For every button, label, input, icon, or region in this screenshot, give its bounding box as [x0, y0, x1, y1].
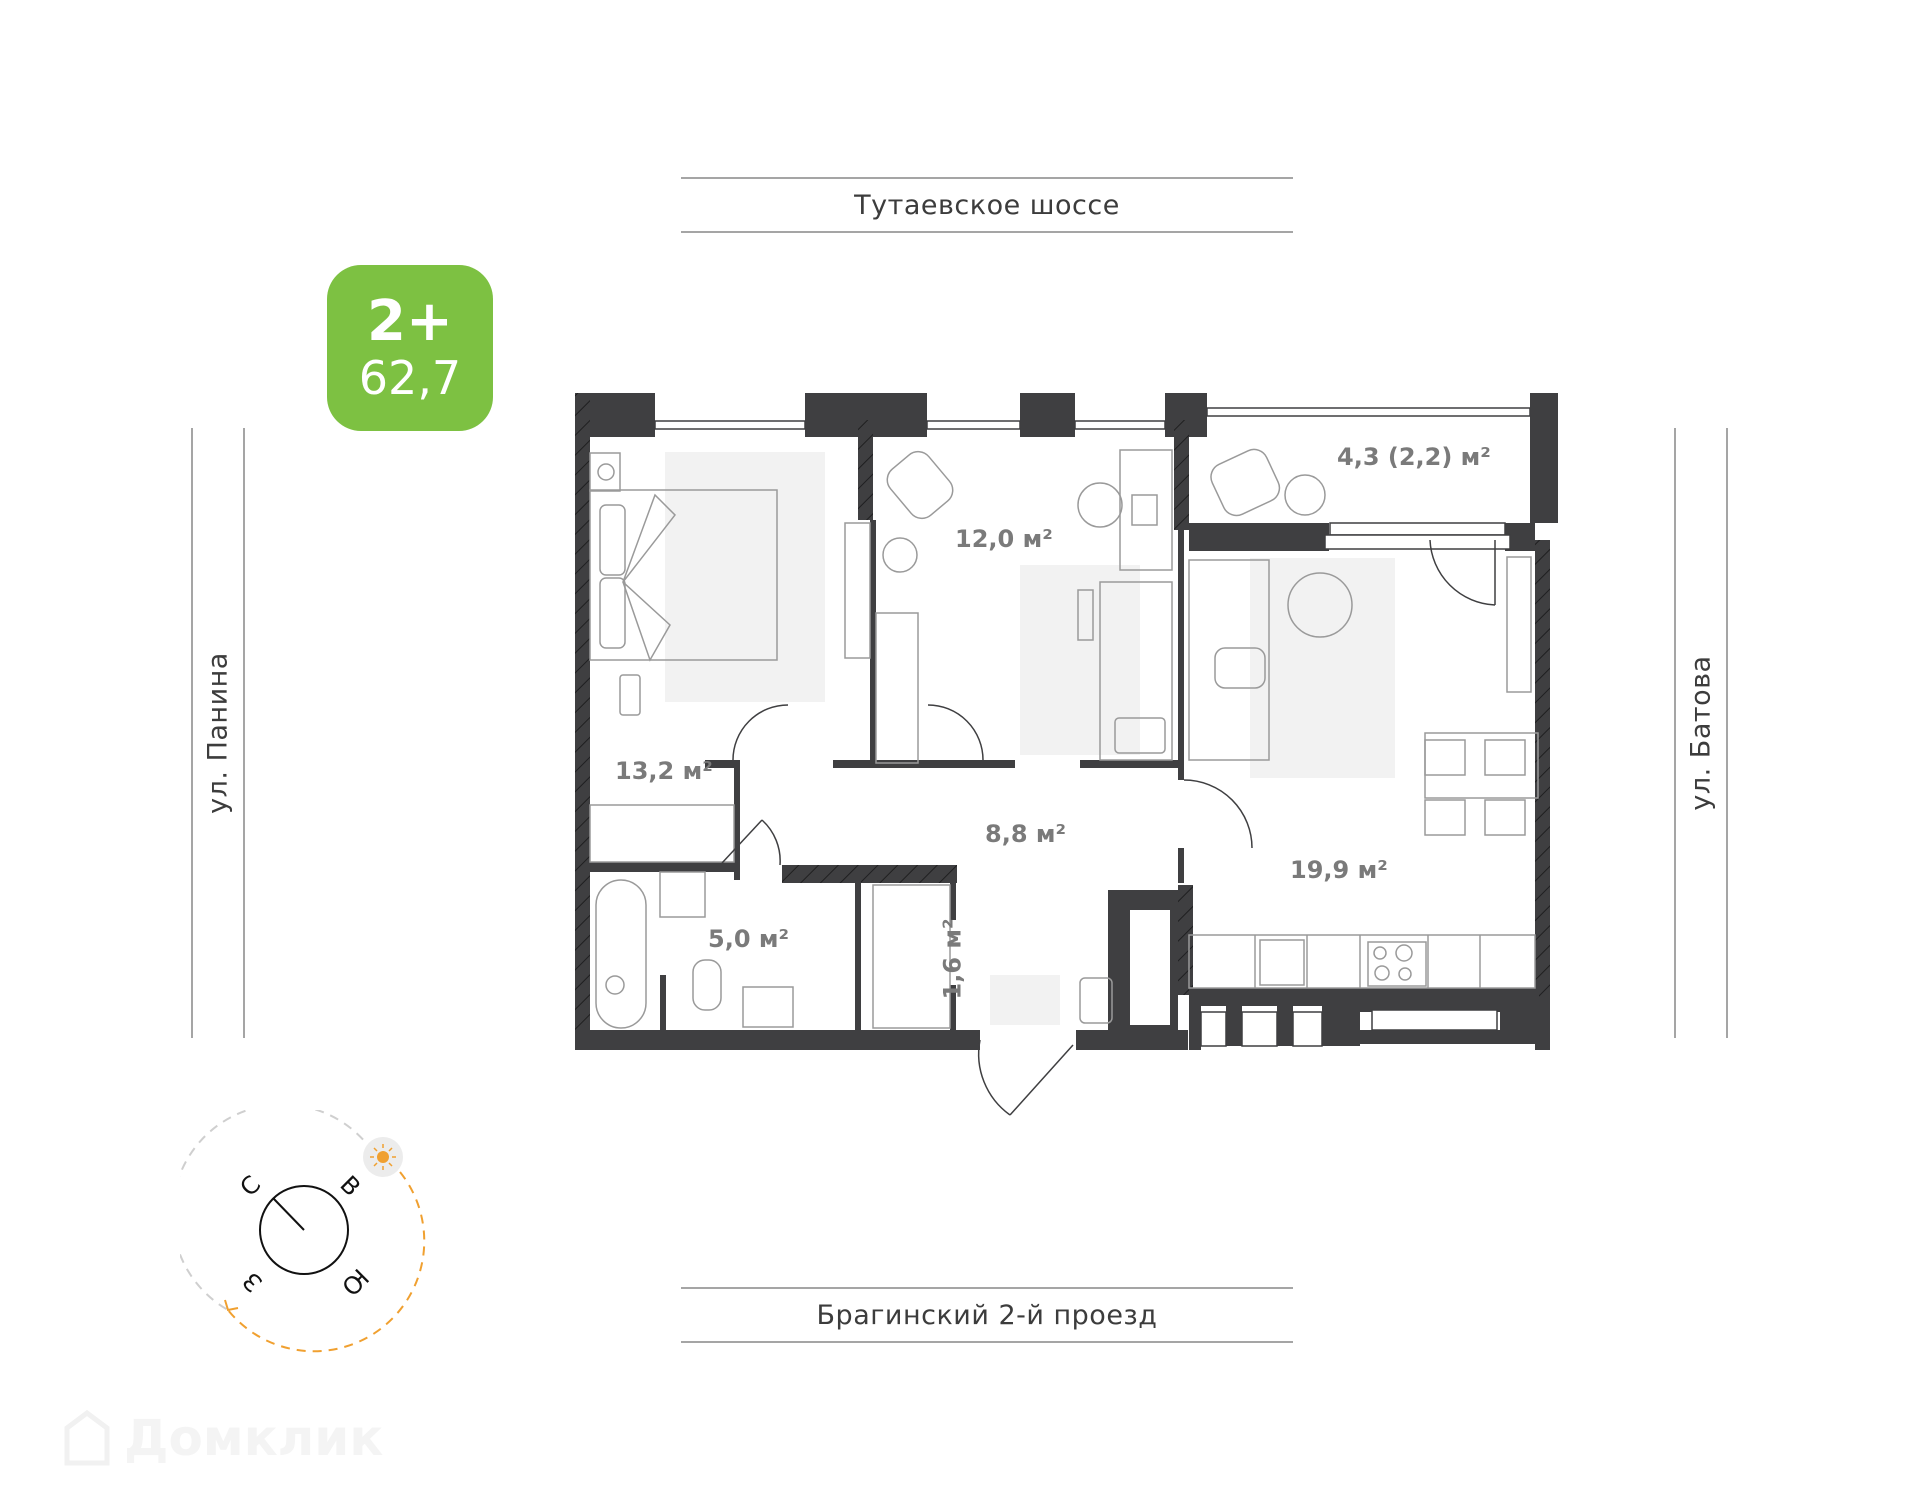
room-area-bathroom: 5,0 м²: [708, 925, 789, 953]
sun-path-icon: [171, 1103, 426, 1353]
total-area: 62,7: [358, 351, 462, 405]
watermark-text: Домклик: [124, 1409, 384, 1467]
room-area-wardrobe: 1,6 м²: [938, 918, 967, 1000]
apartment-badge: 2+ 62,7: [327, 265, 493, 431]
watermark: Домклик: [62, 1408, 383, 1468]
house-logo-icon: [64, 1409, 110, 1466]
compass: С В Ю З: [171, 1103, 430, 1360]
street-left: ул. Панина: [191, 428, 245, 1038]
room-area-hallway: 8,8 м²: [985, 820, 1066, 848]
street-bottom-label: Брагинский 2-й проезд: [816, 1299, 1158, 1331]
room-area-bedroom: 13,2 м²: [615, 757, 713, 785]
walls: [575, 393, 1558, 1050]
room-area-study: 12,0 м²: [955, 525, 1053, 553]
street-right: ул. Батова: [1674, 428, 1728, 1038]
street-top: Тутаевское шоссе: [681, 177, 1293, 233]
street-bottom: Брагинский 2-й проезд: [681, 1287, 1293, 1343]
street-top-label: Тутаевское шоссе: [854, 189, 1120, 221]
room-count: 2+: [367, 289, 453, 354]
room-area-kitchen-living: 19,9 м²: [1290, 856, 1388, 884]
room-area-balcony: 4,3 (2,2) м²: [1337, 443, 1491, 471]
